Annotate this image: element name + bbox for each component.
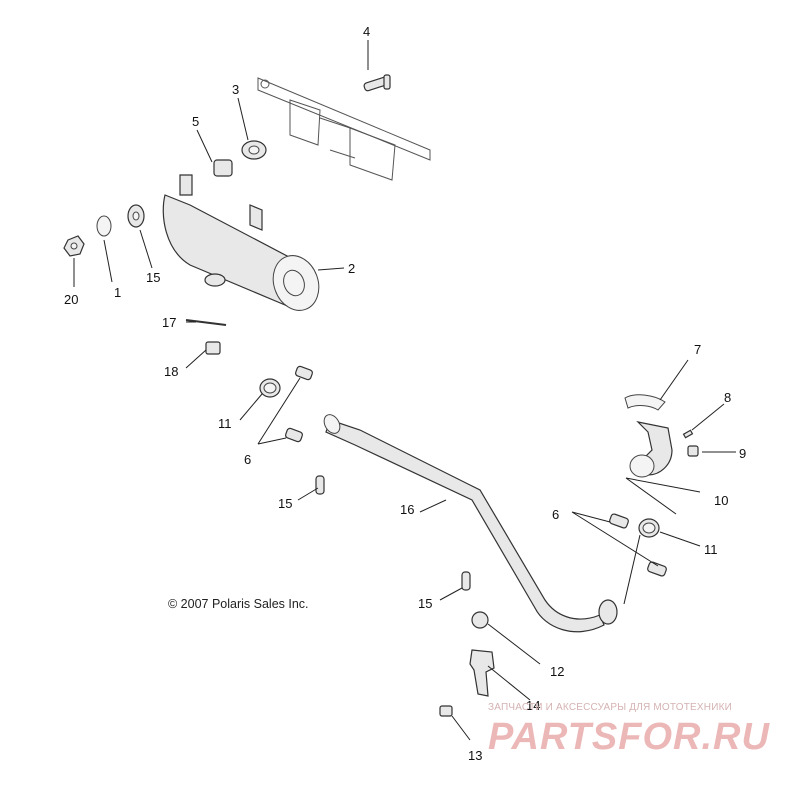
callout-labels: 4 3 5 2 1 20 15 17 18 11 6 15 16 7 8 9 1… — [64, 24, 746, 763]
washer-large-part — [127, 204, 145, 228]
callout-11-right: 11 — [704, 542, 718, 557]
bolt-part — [363, 74, 391, 92]
frame-rail — [257, 77, 431, 181]
callout-15-left: 15 — [278, 496, 292, 511]
plug-part — [687, 445, 699, 457]
sensor-plug-part — [682, 429, 694, 439]
callout-15-right: 15 — [418, 596, 432, 611]
callout-3: 3 — [232, 82, 239, 97]
callout-19: 15 — [146, 270, 160, 285]
callout-1: 1 — [114, 285, 121, 300]
spring-part — [609, 513, 667, 577]
nut-part — [63, 235, 85, 257]
gasket-part — [624, 394, 666, 411]
sleeve-part — [213, 159, 233, 177]
callout-8: 8 — [724, 390, 731, 405]
muffler-part — [162, 174, 320, 311]
seal-ring-part — [259, 378, 281, 398]
callout-18: 18 — [164, 364, 178, 379]
head-pipe-part — [323, 414, 618, 633]
callout-17: 17 — [162, 315, 176, 330]
callout-11-left: 11 — [218, 416, 232, 431]
callout-2: 2 — [348, 261, 355, 276]
bracket-part — [469, 649, 495, 697]
callout-12: 12 — [550, 664, 564, 679]
callout-13: 13 — [468, 748, 482, 763]
spring-part — [315, 475, 471, 591]
watermark-logo: PARTSFOR.RU — [488, 716, 770, 758]
callout-16: 16 — [400, 502, 414, 517]
callout-5: 5 — [192, 114, 199, 129]
callout-7: 7 — [694, 342, 701, 357]
grommet-part — [471, 611, 489, 629]
clip-part — [205, 341, 221, 355]
elbow-part — [629, 421, 673, 478]
callout-4: 4 — [363, 24, 370, 39]
washer-part — [96, 215, 112, 237]
callout-9: 9 — [739, 446, 746, 461]
spring-part — [285, 365, 313, 443]
grommet-part — [241, 140, 267, 160]
leader-lines — [73, 40, 736, 741]
pin-part — [185, 319, 227, 326]
seal-ring-part — [638, 518, 660, 538]
copyright-text: © 2007 Polaris Sales Inc. — [168, 597, 309, 611]
callout-6-left: 6 — [244, 452, 251, 467]
watermark-tagline: ЗАПЧАСТИ И АКСЕССУАРЫ ДЛЯ МОТОТЕХНИКИ — [488, 702, 733, 713]
callout-10: 10 — [714, 493, 728, 508]
callout-14: 14 — [526, 698, 540, 713]
bolt-part — [439, 705, 453, 717]
callout-20: 20 — [64, 292, 78, 307]
callout-6-right: 6 — [552, 507, 559, 522]
